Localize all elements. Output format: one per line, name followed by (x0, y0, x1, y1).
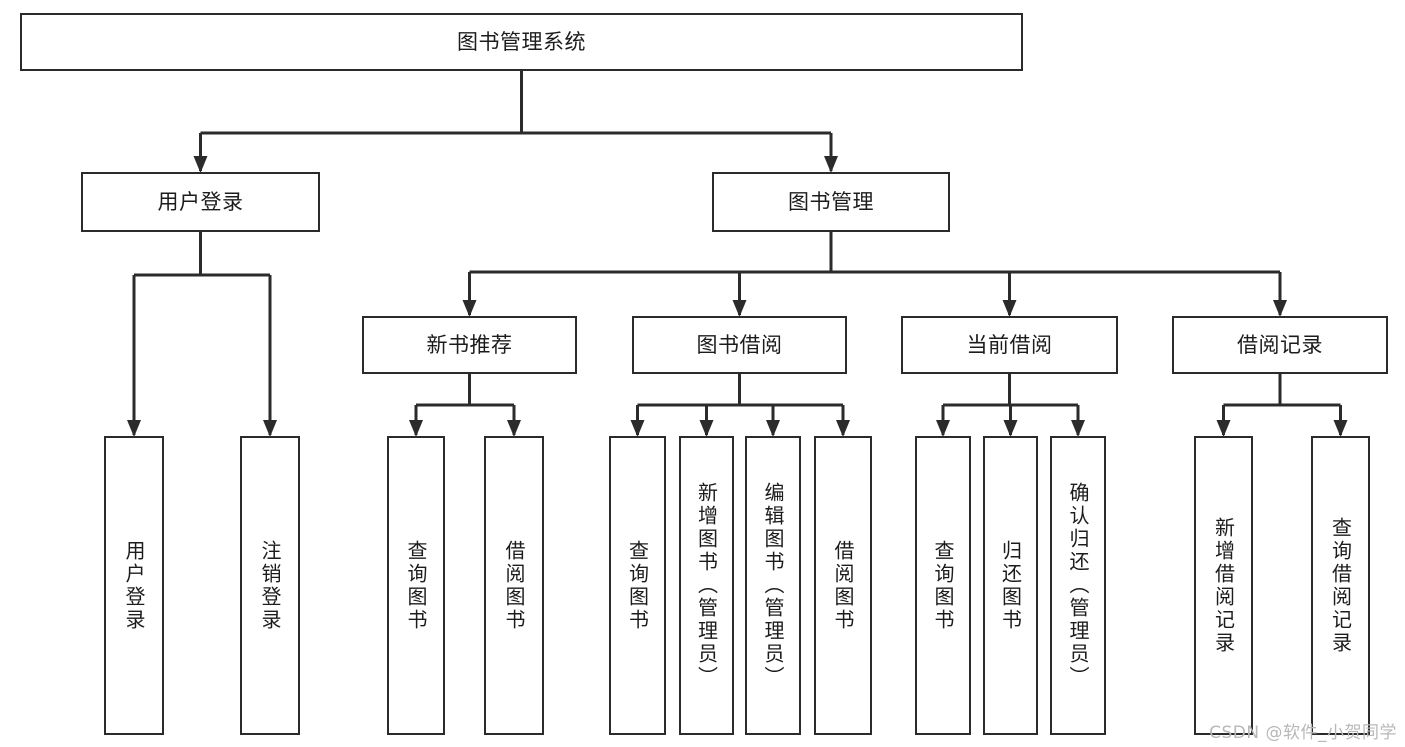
arrowhead-icon (263, 420, 277, 437)
flow-node-n-borrow[interactable]: 图书借阅 (632, 316, 847, 374)
flow-node-l-addrecord[interactable]: 新增借阅记录 (1194, 436, 1253, 735)
flow-node-l-addbook[interactable]: 新增图书（管理员） (679, 436, 734, 735)
flow-node-label: 新增图书（管理员） (694, 482, 719, 689)
flow-node-l-userlogin[interactable]: 用户登录 (104, 436, 164, 735)
flow-node-label: 确认归还（管理员） (1066, 482, 1090, 689)
arrowhead-icon (1003, 420, 1018, 437)
flow-node-label: 借阅记录 (1237, 332, 1323, 357)
flow-node-l-confirm[interactable]: 确认归还（管理员） (1050, 436, 1106, 735)
flow-node-n-bookmg[interactable]: 图书管理 (712, 172, 950, 232)
arrowhead-icon (732, 300, 747, 317)
flow-node-label: 归还图书 (998, 539, 1023, 632)
arrowhead-icon (507, 420, 521, 437)
flow-node-l-queryrecord[interactable]: 查询借阅记录 (1311, 436, 1370, 735)
flow-node-l-query2[interactable]: 查询图书 (609, 436, 666, 735)
arrowhead-icon (766, 420, 780, 437)
arrowhead-icon (127, 420, 141, 437)
flow-node-l-borrow2[interactable]: 借阅图书 (814, 436, 872, 735)
flow-node-label: 查询图书 (404, 539, 428, 632)
arrowhead-icon (836, 420, 850, 437)
flow-node-l-logout[interactable]: 注销登录 (240, 436, 300, 735)
flow-node-label: 新书推荐 (426, 332, 513, 357)
flow-node-label: 查询图书 (931, 539, 955, 632)
flow-node-n-newrec[interactable]: 新书推荐 (362, 316, 577, 374)
flow-node-label: 注销登录 (258, 539, 282, 632)
arrowhead-icon (1333, 420, 1348, 437)
flow-node-label: 借阅图书 (502, 539, 526, 632)
arrowhead-icon (936, 420, 950, 437)
flow-node-label: 新增借阅记录 (1211, 516, 1236, 655)
arrowhead-icon (699, 420, 714, 437)
arrowhead-icon (1002, 300, 1017, 317)
flow-node-root[interactable]: 图书管理系统 (20, 13, 1023, 71)
flow-node-l-editbook[interactable]: 编辑图书（管理员） (745, 436, 801, 735)
flow-node-label: 用户登录 (157, 189, 244, 214)
flow-node-label: 查询借阅记录 (1328, 516, 1353, 655)
flow-node-label: 用户登录 (122, 539, 146, 632)
flow-node-l-borrow1[interactable]: 借阅图书 (484, 436, 544, 735)
arrowhead-icon (409, 420, 423, 437)
arrowhead-icon (462, 300, 477, 317)
arrowhead-icon (193, 156, 208, 173)
flow-node-n-curbor[interactable]: 当前借阅 (901, 316, 1118, 374)
flow-node-n-login[interactable]: 用户登录 (81, 172, 320, 232)
flow-node-label: 借阅图书 (831, 539, 855, 632)
flow-node-l-query1[interactable]: 查询图书 (387, 436, 445, 735)
flow-node-n-record[interactable]: 借阅记录 (1172, 316, 1388, 374)
flow-node-label: 图书管理系统 (457, 29, 586, 54)
flow-node-l-query3[interactable]: 查询图书 (915, 436, 971, 735)
arrowhead-icon (1071, 420, 1085, 437)
arrowhead-icon (1216, 420, 1231, 437)
flow-node-label: 图书借阅 (696, 332, 783, 357)
arrowhead-icon (824, 156, 838, 173)
flow-node-label: 图书管理 (788, 189, 874, 214)
flow-node-l-return[interactable]: 归还图书 (983, 436, 1038, 735)
arrowhead-icon (630, 420, 645, 437)
watermark-text: CSDN @软件_小贺同学 (1209, 723, 1397, 743)
flow-node-label: 编辑图书（管理员） (761, 482, 785, 689)
arrowhead-icon (1273, 300, 1287, 317)
flow-node-label: 查询图书 (625, 539, 650, 632)
flow-node-label: 当前借阅 (966, 332, 1053, 357)
